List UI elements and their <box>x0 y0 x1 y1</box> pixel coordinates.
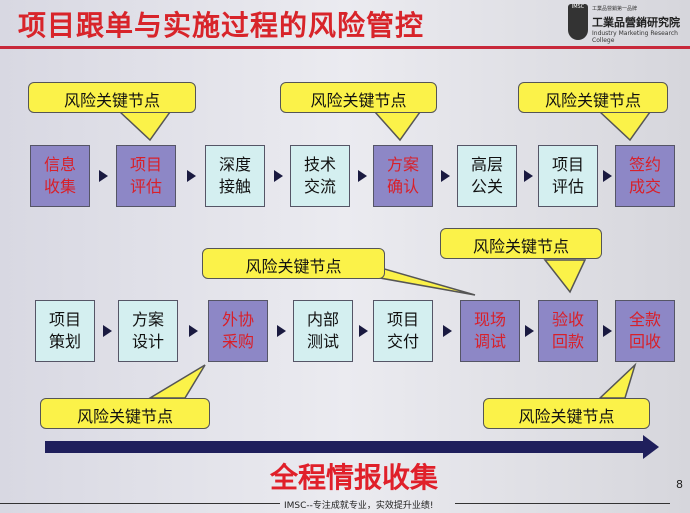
arrow-right-icon <box>602 325 612 337</box>
bottom_row-step-box: 内部测试 <box>293 300 353 362</box>
arrow-right-icon <box>442 325 452 337</box>
timeline-arrow <box>45 435 659 459</box>
arrow-right-icon <box>523 170 533 182</box>
page-number: 8 <box>676 478 683 491</box>
callout-pointer <box>373 111 422 142</box>
logo-english: Industry Marketing Research College <box>592 30 678 44</box>
arrow-right-icon <box>102 325 112 337</box>
callout-pointer <box>598 362 637 399</box>
arrow-right-icon <box>441 170 450 182</box>
bottom_row-step-box: 方案设计 <box>118 300 178 362</box>
risk-node-callout: 风险关键节点 <box>280 82 437 113</box>
footer-text: IMSC--专注成就专业，实效提升业绩! <box>284 501 434 511</box>
bottom_row-step-box: 验收回款 <box>538 300 598 362</box>
risk-node-callout: 风险关键节点 <box>518 82 668 113</box>
top_row-step-box: 信息收集 <box>30 145 90 207</box>
bottom_row-step-box: 全款回收 <box>615 300 675 362</box>
logo-tagline: 工業品營銷第一品牌 <box>592 6 638 12</box>
logo: IMSC 工業品營銷第一品牌 工業品營銷研究院 Industry Marketi… <box>568 2 688 44</box>
top_row-step-box: 技术交流 <box>290 145 350 207</box>
bottom_row-step-box: 项目策划 <box>35 300 95 362</box>
risk-node-callout: 风险关键节点 <box>28 82 196 113</box>
bottom_row-step-box: 项目交付 <box>373 300 433 362</box>
arrow-right-icon <box>99 170 108 182</box>
top_row-step-box: 项目评估 <box>538 145 598 207</box>
top_row-step-box: 方案确认 <box>373 145 433 207</box>
footer-line <box>455 503 670 504</box>
callout-pointer <box>147 364 206 399</box>
arrow-right-icon <box>273 170 283 182</box>
slide-title: 项目跟单与实施过程的风险管控 <box>18 9 425 42</box>
top_row-step-box: 项目评估 <box>116 145 176 207</box>
top_row-step-box: 高层公关 <box>457 145 517 207</box>
logo-name: 工業品營銷研究院 <box>592 16 680 29</box>
arrow-right-icon <box>602 170 612 182</box>
risk-node-callout: 风险关键节点 <box>483 398 650 429</box>
arrow-right-icon <box>357 170 367 182</box>
arrow-right-icon <box>186 170 196 182</box>
bottom_row-step-box: 现场调试 <box>460 300 520 362</box>
banner-text: 全程情报收集 <box>270 461 439 494</box>
callout-pointer <box>543 259 587 294</box>
header-divider <box>0 46 690 49</box>
arrow-right-icon <box>276 325 286 337</box>
bottom_row-step-box: 外协采购 <box>208 300 268 362</box>
arrow-right-icon <box>359 325 368 337</box>
callout-pointer <box>118 111 172 142</box>
risk-node-callout: 风险关键节点 <box>440 228 602 259</box>
arrow-right-icon <box>189 325 198 337</box>
arrow-right-icon <box>525 325 534 337</box>
top_row-step-box: 签约成交 <box>615 145 675 207</box>
risk-node-callout: 风险关键节点 <box>40 398 210 429</box>
risk-node-callout: 风险关键节点 <box>202 248 385 279</box>
footer-line <box>0 503 280 504</box>
callout-pointer <box>598 111 652 142</box>
shield-icon: IMSC <box>568 4 588 40</box>
top_row-step-box: 深度接触 <box>205 145 265 207</box>
